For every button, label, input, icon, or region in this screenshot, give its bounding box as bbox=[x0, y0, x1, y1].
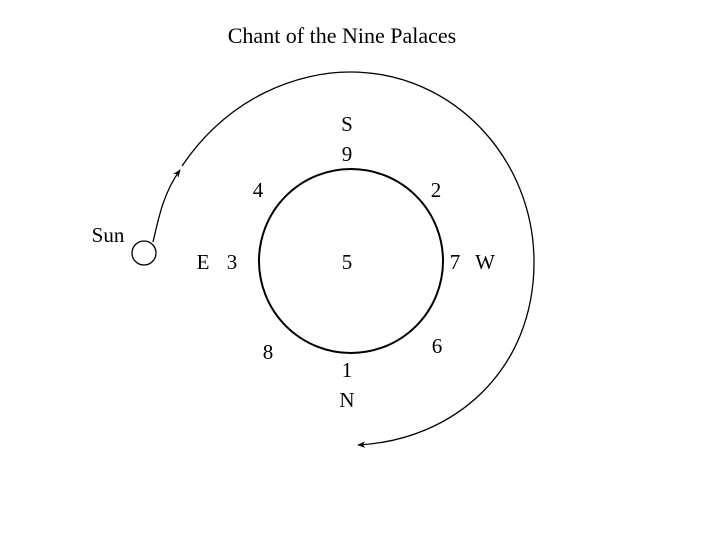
sun-label: Sun bbox=[92, 223, 125, 247]
sun-rising-arrow bbox=[152, 169, 181, 243]
sun-path-arc bbox=[181, 71, 535, 448]
palace-west: 7 bbox=[450, 250, 461, 274]
palace-south: 9 bbox=[342, 142, 353, 166]
direction-south: S bbox=[341, 112, 353, 136]
palace-southeast: 4 bbox=[253, 178, 264, 202]
diagram-title: Chant of the Nine Palaces bbox=[228, 23, 457, 48]
direction-north: N bbox=[339, 388, 354, 412]
direction-west: W bbox=[475, 250, 495, 274]
sun-circle bbox=[131, 240, 157, 266]
palace-northeast: 8 bbox=[263, 340, 274, 364]
palace-circle bbox=[258, 168, 444, 354]
palace-north: 1 bbox=[342, 358, 353, 382]
palace-east: 3 bbox=[227, 250, 238, 274]
direction-east: E bbox=[197, 250, 210, 274]
palace-southwest: 2 bbox=[431, 178, 442, 202]
palace-center: 5 bbox=[342, 250, 353, 274]
palace-northwest: 6 bbox=[432, 334, 443, 358]
